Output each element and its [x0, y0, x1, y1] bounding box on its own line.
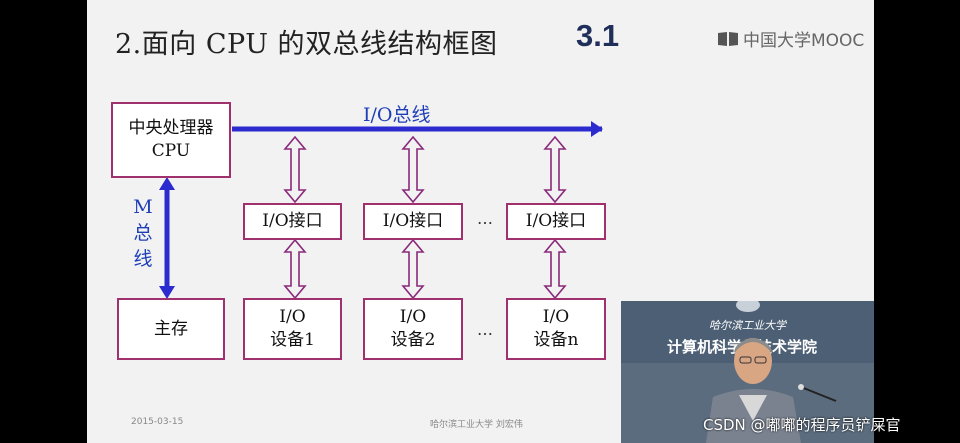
io-device-line2: 设备n [533, 330, 579, 350]
book-icon [718, 31, 738, 46]
memory-label: 主存 [154, 318, 188, 339]
cpu-box: 中央处理器 CPU [111, 102, 231, 178]
io-device-line1: I/O [399, 307, 427, 327]
university-emblem-icon [736, 301, 760, 312]
io-interface-box-2: I/O接口 [363, 203, 463, 240]
interface-device-arrow-3 [543, 238, 567, 300]
m-bus-label-char: 线 [133, 248, 153, 270]
io-interface-box-n: I/O接口 [506, 203, 606, 240]
io-device-line2: 设备1 [270, 330, 315, 350]
cpu-label-line2: CPU [151, 141, 191, 161]
io-interface-label: I/O接口 [525, 211, 587, 231]
footer-institution: 哈尔滨工业大学 刘宏伟 [430, 420, 523, 430]
io-bus-label: I/O总线 [363, 104, 431, 126]
io-device-box-2: I/O 设备2 [363, 298, 463, 360]
m-bus-label-char: M [133, 196, 153, 218]
slide: 2.面向 CPU 的双总线结构框图 3.1 中国大学MOOC [87, 0, 874, 443]
footer-date: 2015-03-15 [131, 417, 184, 427]
interface-device-arrow-1 [283, 238, 307, 300]
io-device-line1: I/O [542, 307, 570, 327]
mooc-logo-text: 中国大学MOOC [743, 31, 865, 51]
csdn-watermark: CSDN @嘟嘟的程序员铲屎官 [703, 416, 901, 434]
io-device-line1: I/O [279, 307, 306, 327]
section-number: 3.1 [576, 18, 620, 53]
lecturer-video: 哈尔滨工业大学 计算机科学与技术学院 [621, 301, 874, 443]
slide-title: 2.面向 CPU 的双总线结构框图 [115, 29, 498, 60]
io-interface-label: I/O接口 [262, 211, 323, 231]
m-bus-arrow [159, 177, 175, 299]
bus-interface-arrow-3 [543, 135, 567, 204]
io-device-box-n: I/O 设备n [506, 298, 606, 360]
io-interface-label: I/O接口 [382, 211, 444, 231]
io-device-box-1: I/O 设备1 [243, 298, 342, 360]
mooc-logo: 中国大学MOOC [717, 26, 864, 51]
lecturer-figure [706, 338, 837, 443]
bus-interface-arrow-2 [401, 135, 425, 204]
m-bus-label: M 总 线 [132, 194, 154, 272]
m-bus-label-char: 总 [133, 222, 153, 244]
interface-ellipsis: … [477, 209, 493, 228]
bus-interface-arrow-1 [283, 135, 307, 204]
interface-device-arrow-2 [401, 238, 425, 300]
io-interface-box-1: I/O接口 [243, 203, 342, 240]
io-device-line2: 设备2 [390, 330, 436, 350]
cpu-label-line1: 中央处理器 [128, 118, 214, 138]
memory-box: 主存 [117, 298, 225, 360]
device-ellipsis: … [477, 320, 493, 339]
video-banner-top: 哈尔滨工业大学 [709, 319, 786, 332]
